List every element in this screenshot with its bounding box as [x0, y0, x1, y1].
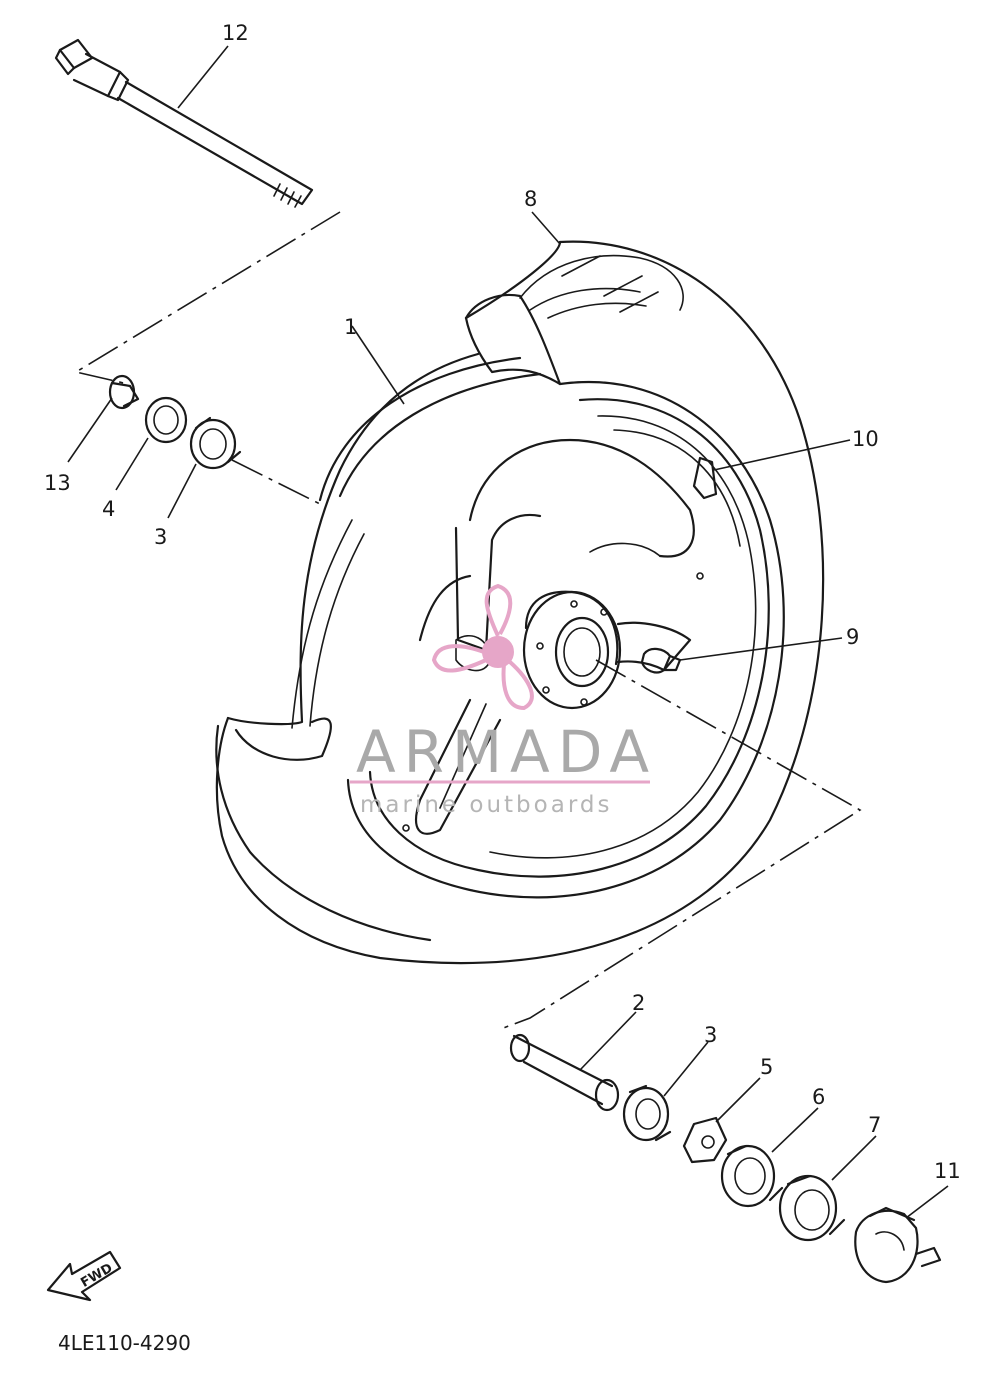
collar-part-13	[67, 374, 140, 463]
balance-weight-part-10	[692, 439, 851, 500]
callout-8: 8	[524, 187, 537, 211]
callout-2: 2	[632, 991, 645, 1015]
bearing-part-3-right	[622, 1041, 709, 1142]
callout-12: 12	[222, 21, 249, 45]
retainer-part-5	[682, 1077, 761, 1164]
valve-part-9	[640, 637, 843, 674]
oil-seal-part-6	[720, 1107, 819, 1208]
forward-direction-arrow: FWD	[46, 1250, 122, 1302]
bearing-part-7	[778, 1135, 877, 1242]
diagram-part-code: 4LE110-4290	[58, 1331, 191, 1355]
callout-4: 4	[102, 497, 115, 521]
spacer-part-2	[509, 1011, 637, 1112]
callout-11: 11	[934, 1159, 961, 1183]
speedometer-gear-unit-part-11	[854, 1185, 949, 1284]
callout-3-right: 3	[704, 1023, 717, 1047]
bearing-alignment-line	[231, 459, 323, 506]
callout-1: 1	[344, 315, 357, 339]
axle-alignment-line	[73, 211, 341, 385]
callout-13: 13	[44, 471, 71, 495]
callout-3-left: 3	[154, 525, 167, 549]
callout-10: 10	[852, 427, 879, 451]
callout-7: 7	[868, 1113, 881, 1137]
fwd-label: FWD	[78, 1261, 115, 1291]
callout-5: 5	[760, 1055, 773, 1079]
hub-alignment-line	[497, 659, 862, 1031]
watermark-brand-name: ARMADA	[356, 718, 657, 786]
propeller-logo-icon	[431, 583, 534, 711]
wheel-and-tire-assembly	[215, 211, 825, 965]
callout-6: 6	[812, 1085, 825, 1109]
armada-watermark: ARMADA marine outboards	[350, 583, 657, 818]
watermark-tagline: marine outboards	[360, 792, 612, 818]
front-axle-part	[54, 38, 314, 208]
bearing-part-3-left	[167, 416, 242, 519]
oil-seal-part-4	[115, 396, 188, 491]
callout-9: 9	[846, 625, 859, 649]
